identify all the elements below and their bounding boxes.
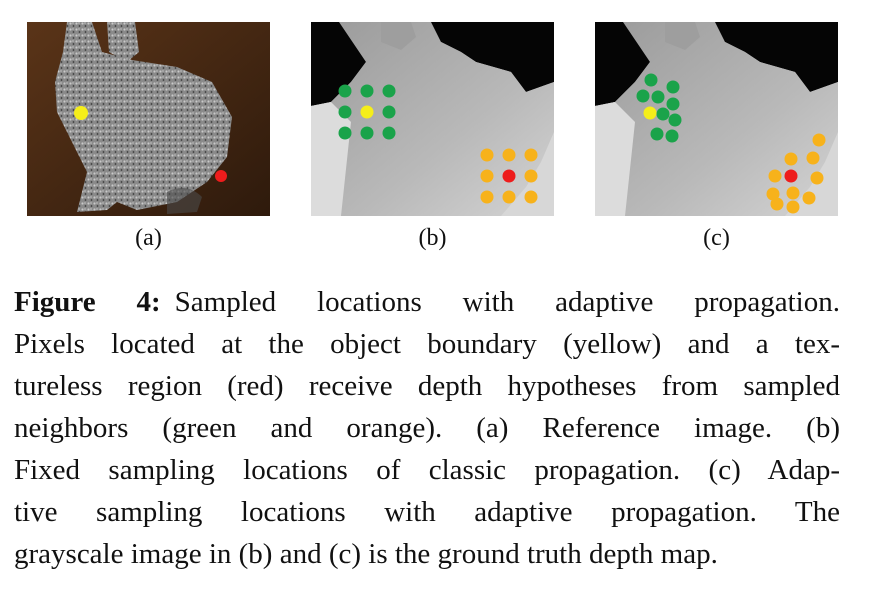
orange-neighbor-dot: [766, 187, 780, 201]
orange-neighbor-dot: [812, 133, 826, 147]
green-neighbor-dot: [382, 105, 396, 119]
yellow-center-dot: [360, 105, 374, 119]
green-neighbor-dot: [666, 80, 680, 94]
orange-neighbor-dot: [770, 197, 784, 211]
green-neighbor-dot: [382, 84, 396, 98]
green-neighbor-dot: [338, 126, 352, 140]
figure-number: Figure 4:: [14, 286, 161, 318]
orange-neighbor-dot: [786, 186, 800, 200]
subfigure-label-a: (a): [135, 225, 162, 251]
figure-caption: Figure 4:Sampled locations with adaptive…: [14, 281, 840, 575]
depth-map-fixed: [311, 22, 554, 216]
green-neighbor-dot: [656, 107, 670, 121]
reference-image-panel: [27, 22, 270, 216]
object-depth: [311, 22, 554, 216]
caption-line-1: Figure 4:Sampled locations with adaptive…: [14, 286, 840, 318]
caption-line-2: Pixels located at the object boundary (y…: [14, 328, 840, 360]
green-neighbor-dot: [636, 89, 650, 103]
caption-line-6: tive sampling locations with adaptive pr…: [14, 496, 840, 528]
green-neighbor-dot: [651, 90, 665, 104]
orange-neighbor-dot: [768, 169, 782, 183]
orange-neighbor-dot: [480, 169, 494, 183]
green-neighbor-dot: [338, 84, 352, 98]
green-neighbor-dot: [360, 84, 374, 98]
depth-map-adaptive: [595, 22, 838, 216]
sample-dots-fixed: [338, 84, 538, 204]
caption-line-5: Fixed sampling locations of classic prop…: [14, 454, 840, 486]
orange-neighbor-dot: [524, 148, 538, 162]
orange-neighbor-dot: [502, 148, 516, 162]
green-neighbor-dot: [338, 105, 352, 119]
bunny-statue: [55, 22, 232, 214]
boundary-pixel-dot: [74, 106, 88, 120]
caption-line-7: grayscale image in (b) and (c) is the gr…: [14, 538, 718, 570]
orange-neighbor-dot: [784, 152, 798, 166]
yellow-center-dot: [643, 106, 657, 120]
object-depth: [595, 22, 838, 216]
orange-neighbor-dot: [480, 190, 494, 204]
textureless-pixel-dot: [215, 170, 227, 182]
red-center-dot: [502, 169, 516, 183]
green-neighbor-dot: [650, 127, 664, 141]
green-neighbor-dot: [668, 113, 682, 127]
green-neighbor-dot: [360, 126, 374, 140]
green-neighbor-dot: [665, 129, 679, 143]
orange-neighbor-dot: [480, 148, 494, 162]
green-neighbor-dot: [382, 126, 396, 140]
orange-neighbor-dot: [502, 190, 516, 204]
orange-neighbor-dot: [786, 200, 800, 214]
adaptive-sampling-panel: [595, 22, 838, 216]
subfigure-label-b: (b): [418, 225, 447, 251]
sample-dots-adaptive: [636, 73, 826, 214]
orange-neighbor-dot: [524, 169, 538, 183]
green-neighbor-dot: [666, 97, 680, 111]
orange-neighbor-dot: [524, 190, 538, 204]
orange-neighbor-dot: [802, 191, 816, 205]
caption-line-3: tureless region (red) receive depth hypo…: [14, 370, 840, 402]
orange-neighbor-dot: [806, 151, 820, 165]
subfigure-label-c: (c): [703, 225, 730, 251]
caption-line-4: neighbors (green and orange). (a) Refere…: [14, 412, 840, 444]
reference-image: [27, 22, 270, 216]
fixed-sampling-panel: [311, 22, 554, 216]
orange-neighbor-dot: [810, 171, 824, 185]
red-center-dot: [784, 169, 798, 183]
green-neighbor-dot: [644, 73, 658, 87]
